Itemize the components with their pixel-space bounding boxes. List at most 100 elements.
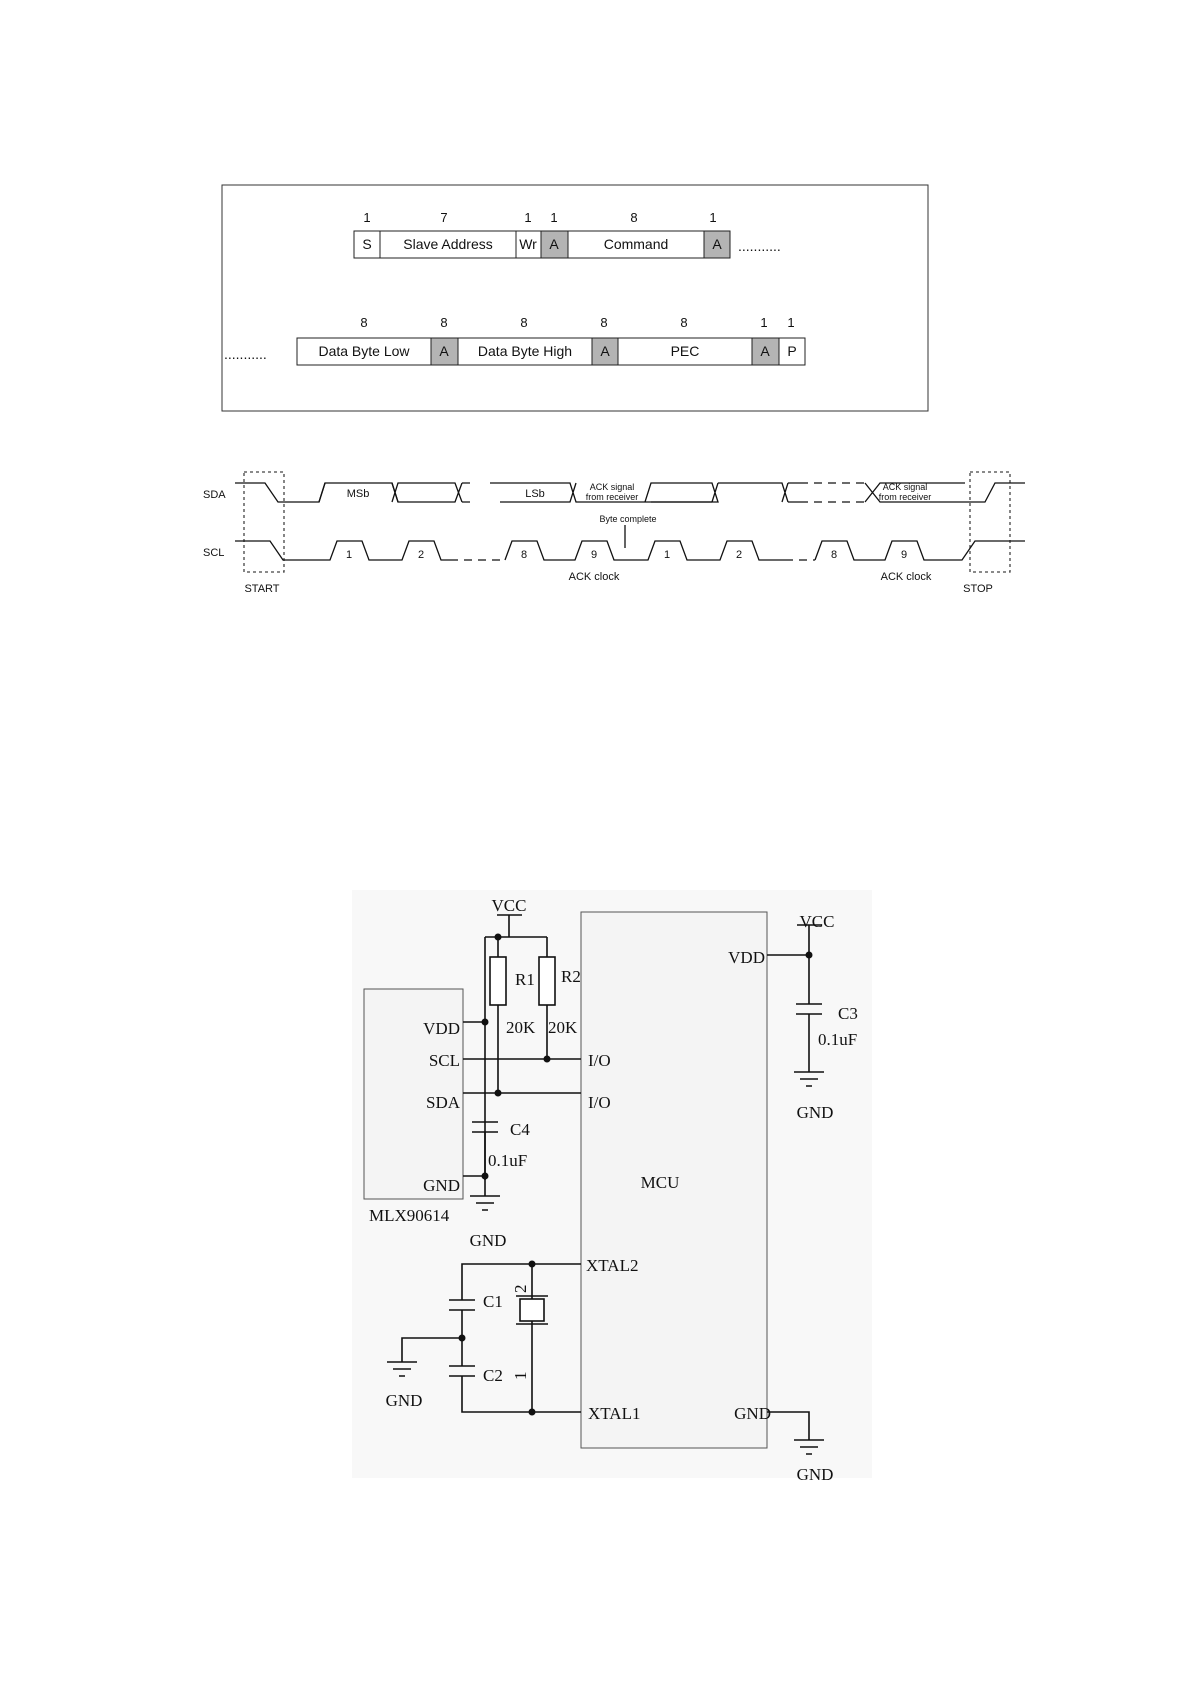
field-box xyxy=(353,230,381,259)
crystal xyxy=(519,1298,545,1322)
field-label: Wr xyxy=(519,236,537,252)
ack-signal-label: ACK signal xyxy=(590,482,635,492)
timing-diagram xyxy=(235,471,1025,573)
field-label: A xyxy=(600,343,610,359)
bit-count: 1 xyxy=(787,315,794,330)
field-box xyxy=(515,230,542,259)
frame-format-diagram: 1 7 1 1 8 1 S Slave Address Wr A Command… xyxy=(221,184,929,412)
bit-count: 1 xyxy=(550,210,557,225)
clock-number: 1 xyxy=(664,549,670,561)
mcu-pin-vdd: VDD xyxy=(728,948,765,967)
clock-number: 9 xyxy=(901,549,907,561)
field-box xyxy=(296,337,432,366)
sda-waveform-gap xyxy=(800,482,865,503)
r2-value: 20K xyxy=(548,1018,578,1037)
junction-dot xyxy=(494,1089,502,1097)
field-label: A xyxy=(439,343,449,359)
field-label: Data Byte Low xyxy=(318,343,410,359)
field-label: A xyxy=(760,343,770,359)
crystal-plates xyxy=(516,1295,548,1325)
lsb-label: LSb xyxy=(525,488,545,500)
ground-symbol xyxy=(794,1071,824,1087)
mcu-chip xyxy=(580,911,768,1449)
c3-label: C3 xyxy=(838,1004,858,1023)
ack-signal-label: from receiver xyxy=(879,492,932,502)
field-box-ack xyxy=(430,337,459,366)
sensor-name: MLX90614 xyxy=(369,1206,450,1225)
c3-value: 0.1uF xyxy=(818,1030,857,1049)
field-label: A xyxy=(712,236,722,252)
field-box xyxy=(617,337,753,366)
gnd-label: GND xyxy=(797,1465,834,1484)
bit-count: 8 xyxy=(630,210,637,225)
field-label: P xyxy=(787,343,796,359)
mcu-pin-xtal1: XTAL1 xyxy=(588,1404,640,1423)
ack-signal-label: ACK signal xyxy=(883,482,928,492)
mcu-pin-xtal2: XTAL2 xyxy=(586,1256,638,1275)
scl-signal-label: SCL xyxy=(203,547,224,559)
continuation-dots: ........... xyxy=(738,238,781,254)
c1-wire xyxy=(461,1263,532,1300)
r2-label: R2 xyxy=(561,967,581,986)
bit-count: 1 xyxy=(760,315,767,330)
junction-dot xyxy=(458,1334,466,1342)
field-box-ack xyxy=(703,230,731,259)
clock-number: 2 xyxy=(736,549,742,561)
bit-count: 1 xyxy=(363,210,370,225)
c1-label: C1 xyxy=(483,1292,503,1311)
gnd-label: GND xyxy=(386,1391,423,1410)
msb-label: MSb xyxy=(347,488,370,500)
field-box xyxy=(567,230,705,259)
junction-dot xyxy=(543,1055,551,1063)
crystal-ground-wire xyxy=(401,1337,462,1362)
r1-label: R1 xyxy=(515,970,535,989)
bit-count: 8 xyxy=(440,315,447,330)
field-label: Command xyxy=(604,236,669,252)
bit-count: 8 xyxy=(520,315,527,330)
crystal-pin-1: 1 xyxy=(511,1372,530,1381)
junction-dot xyxy=(481,1018,489,1026)
scl-waveform xyxy=(235,540,450,561)
field-box xyxy=(379,230,517,259)
mcu-name: MCU xyxy=(641,1173,680,1192)
mlx90614-chip xyxy=(363,988,464,1200)
ack-signal-label: from receiver xyxy=(586,492,639,502)
junction-dots xyxy=(458,933,813,1416)
clock-number: 8 xyxy=(521,549,527,561)
vcc-label: VCC xyxy=(492,896,527,915)
sensor-pin-vdd: VDD xyxy=(423,1019,460,1038)
field-label: Data Byte High xyxy=(478,343,572,359)
junction-dot xyxy=(805,951,813,959)
bit-count: 8 xyxy=(680,315,687,330)
c4-value: 0.1uF xyxy=(488,1151,527,1170)
junction-dot xyxy=(528,1408,536,1416)
crystal-pin-2: 2 xyxy=(511,1285,530,1294)
start-condition-box xyxy=(243,471,285,573)
junction-dot xyxy=(494,933,502,941)
sda-waveform xyxy=(318,482,463,503)
sda-waveform xyxy=(864,482,1025,503)
frame-border xyxy=(221,184,929,412)
clock-number: 9 xyxy=(591,549,597,561)
ack-clock-label: ACK clock xyxy=(569,571,620,583)
bit-count: 1 xyxy=(524,210,531,225)
frame-row-2: 8 8 8 8 8 1 1 Data Byte Low A Data Byte … xyxy=(224,315,806,366)
r2-resistor xyxy=(538,956,556,1006)
sda-waveform xyxy=(651,482,800,503)
sda-waveform-gap xyxy=(462,482,475,503)
clock-number: 8 xyxy=(831,549,837,561)
field-box xyxy=(457,337,593,366)
continuation-dots: ........... xyxy=(224,346,267,362)
mcu-pin-io: I/O xyxy=(588,1051,611,1070)
junction-dot xyxy=(481,1172,489,1180)
clock-number: 1 xyxy=(346,549,352,561)
stop-condition-box xyxy=(969,471,1011,573)
mcu-pin-gnd: GND xyxy=(734,1404,771,1423)
vcc-label: VCC xyxy=(800,912,835,931)
bit-count: 1 xyxy=(709,210,716,225)
junction-dot xyxy=(528,1260,536,1268)
c2-wire xyxy=(461,1376,532,1413)
clock-number: 2 xyxy=(418,549,424,561)
stop-label: STOP xyxy=(963,583,993,595)
